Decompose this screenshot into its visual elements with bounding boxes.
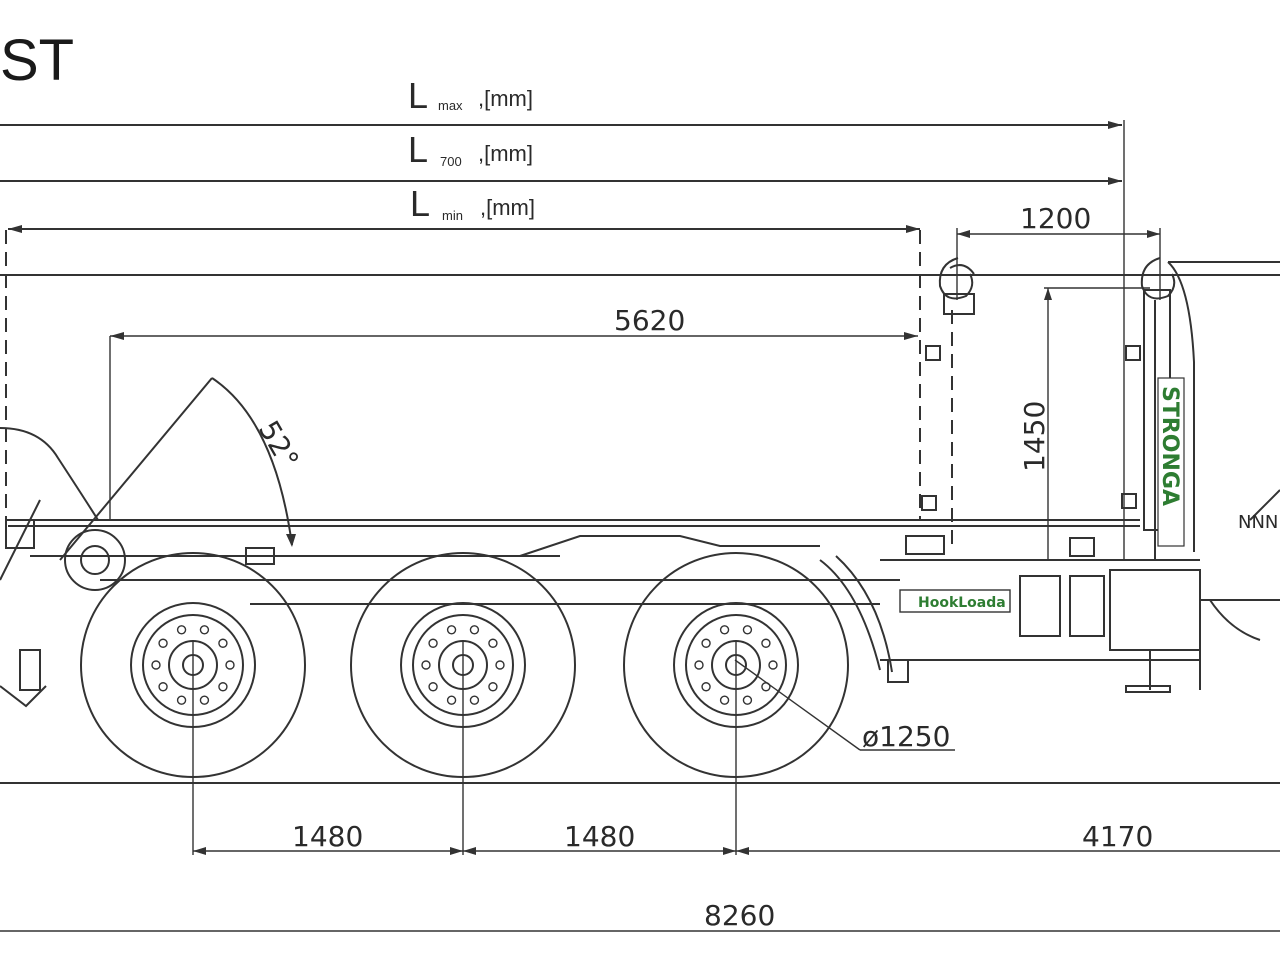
tilt-angle: 52° <box>59 377 305 561</box>
hookloada-logo: HookLoada <box>899 589 1011 613</box>
dim-overall-length: 8260 <box>0 899 1280 932</box>
hook-height-text: 1450 <box>1018 401 1051 472</box>
l-700-unit: ,[mm] <box>478 141 533 166</box>
l-max-sub: max <box>438 98 463 113</box>
hook-arm-front <box>938 257 975 300</box>
dim-hook-offset: 1200 <box>956 202 1161 300</box>
dim-l-max: L max ,[mm] <box>0 75 1122 129</box>
l-min-unit: ,[mm] <box>480 195 535 220</box>
overall-length-text: 8260 <box>704 899 775 932</box>
logo-text: HookLoada <box>918 595 1006 611</box>
axle-spacing-2-text: 1480 <box>564 820 635 853</box>
dim-hook-height: 1450 <box>1018 287 1150 560</box>
body-length-text: 5620 <box>614 304 685 337</box>
l-max-unit: ,[mm] <box>478 86 533 111</box>
l-max-main: L <box>408 75 428 116</box>
l-min-sub: min <box>442 208 463 223</box>
dim-body-length: 5620 <box>109 304 918 520</box>
dim-axle-spacing: 1480 1480 4170 <box>193 820 1280 855</box>
front-hub <box>64 529 126 591</box>
hook-offset-text: 1200 <box>1020 202 1091 235</box>
l-700-sub: 700 <box>440 154 462 169</box>
dim-l-700: L 700 ,[mm] <box>0 129 1122 185</box>
rear-marking: NNNNN <box>1238 512 1280 533</box>
chassis-frame <box>30 489 1280 693</box>
tilt-angle-text: 52° <box>252 415 305 474</box>
wheel-diameter-text: ø1250 <box>862 720 950 753</box>
l-700-main: L <box>408 129 428 170</box>
dim-l-min: L min ,[mm] <box>8 183 920 233</box>
l-min-main: L <box>410 183 430 224</box>
container-body <box>8 230 1141 548</box>
axle-spacing-1-text: 1480 <box>292 820 363 853</box>
brand-vertical: STRONGA <box>1157 386 1182 506</box>
dim-wheel-diameter: ø1250 <box>734 659 955 753</box>
wheels <box>80 552 849 778</box>
rear-overhang-text: 4170 <box>1082 820 1153 853</box>
drawing-title: ST <box>0 28 74 93</box>
cab-front <box>0 427 99 708</box>
